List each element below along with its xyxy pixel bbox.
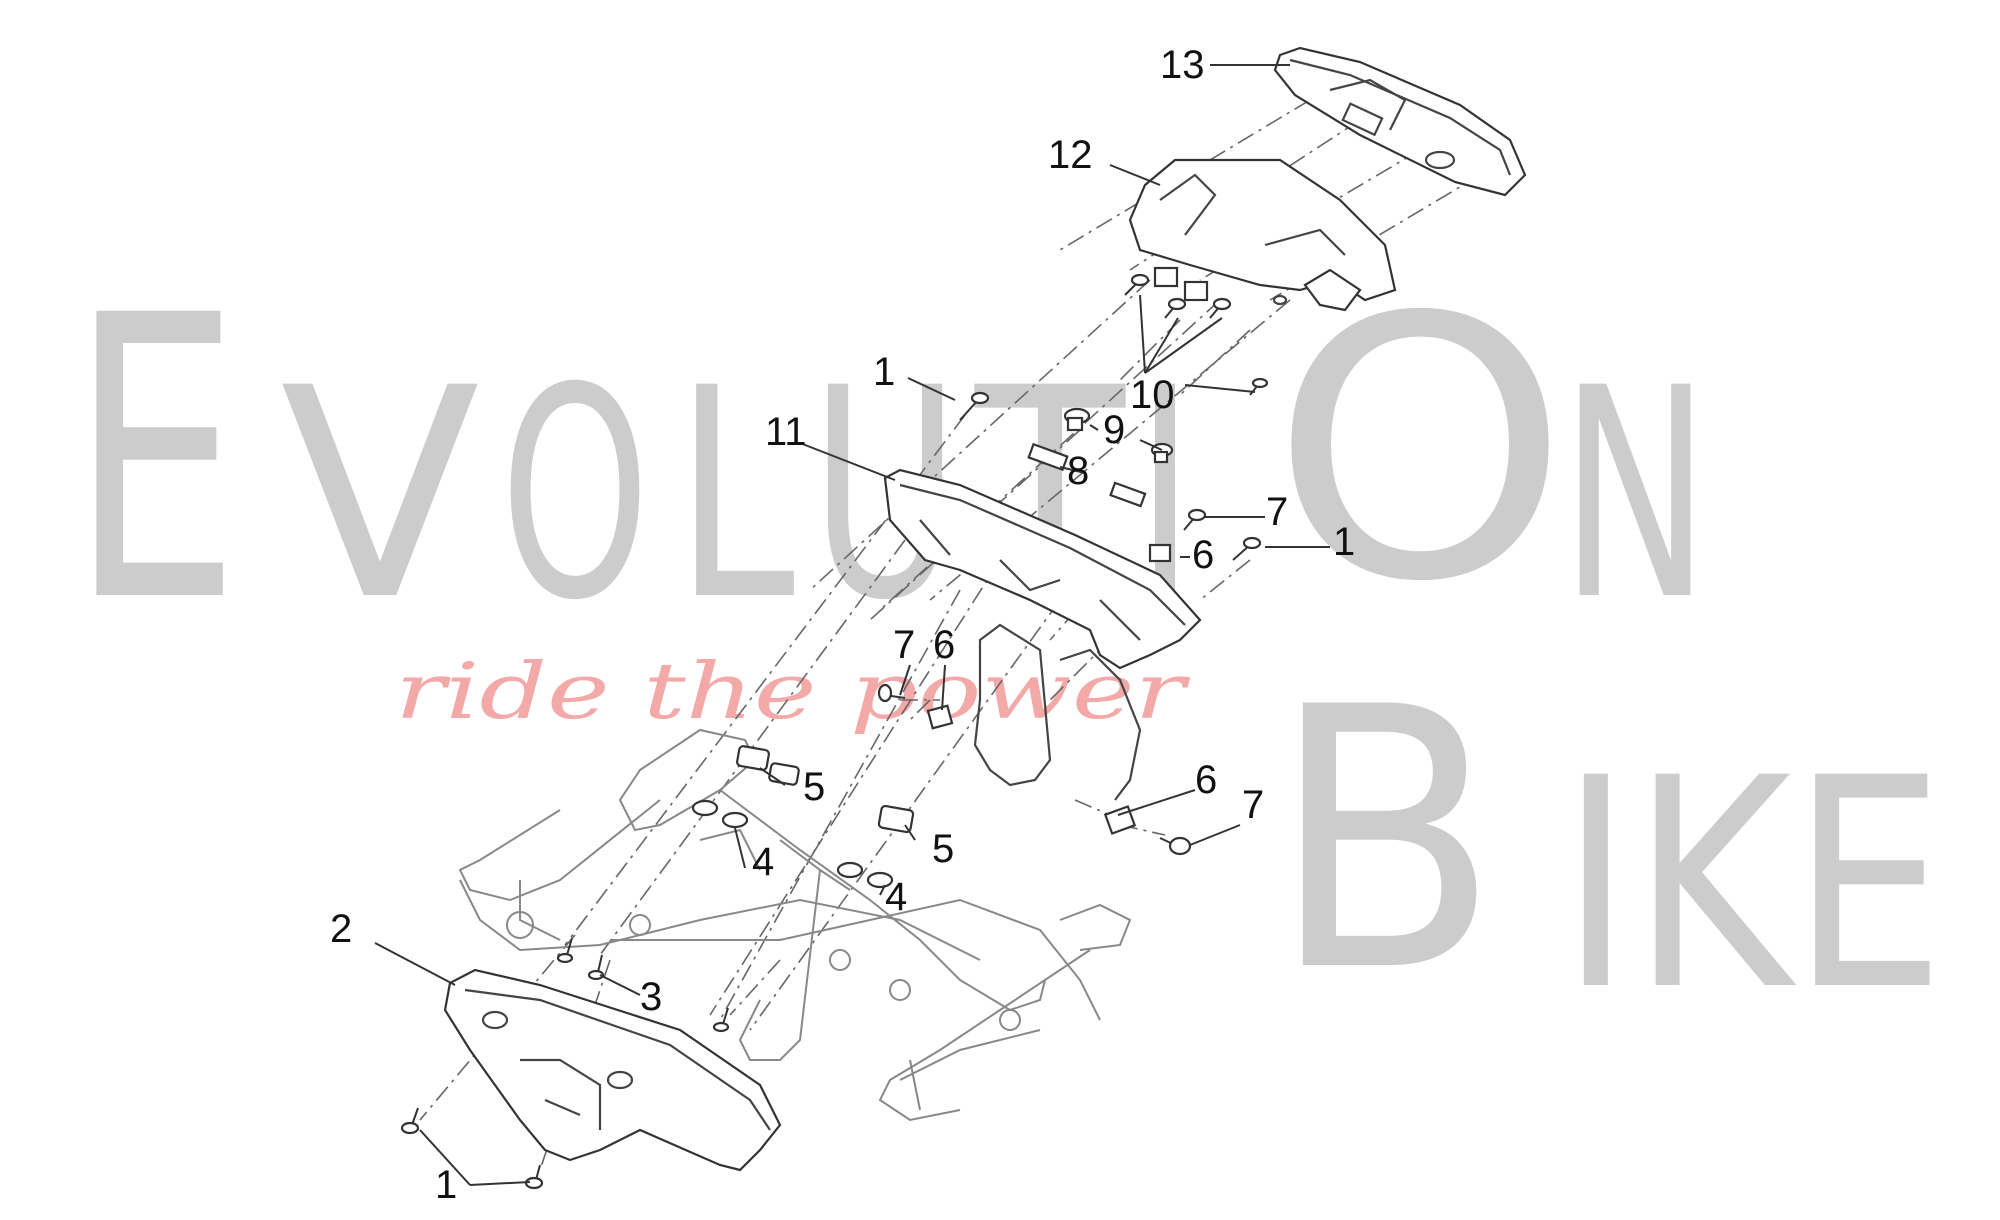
callout-6-mid: 6 xyxy=(933,623,955,667)
callout-9: 9 xyxy=(1103,408,1125,452)
callout-7-low: 7 xyxy=(1242,783,1264,827)
part-2-lower-cover xyxy=(443,968,782,1172)
watermark-letter-big-b: B xyxy=(1270,631,1500,1050)
part-7-screws xyxy=(877,508,1262,856)
leader-lines xyxy=(374,64,1330,1186)
part-11-inner-panel xyxy=(883,468,1202,801)
callout-7-right: 7 xyxy=(1266,490,1288,534)
watermark-word-ike: IKE xyxy=(1560,717,1945,1054)
screw-1-top xyxy=(959,391,990,421)
fasteners xyxy=(400,273,1269,1190)
callout-1-right: 1 xyxy=(1333,520,1355,564)
callout-8: 8 xyxy=(1067,449,1089,493)
part-13-instrument-display xyxy=(1273,46,1527,197)
callout-6-right: 6 xyxy=(1192,533,1214,577)
watermark: E V O L U T I O N B IKE ride the power xyxy=(70,233,1945,1054)
callout-2: 2 xyxy=(330,907,352,951)
part-4-washers xyxy=(691,799,894,889)
callout-13: 13 xyxy=(1160,43,1205,87)
screws-10 xyxy=(1124,273,1269,396)
callout-11: 11 xyxy=(765,410,807,454)
callout-1-top: 1 xyxy=(873,350,895,394)
watermark-letter-v: V xyxy=(280,327,481,664)
part-8-rivets xyxy=(1027,442,1147,508)
watermark-letter-big-o: O xyxy=(1270,241,1570,660)
watermark-letter-l: L xyxy=(675,327,796,664)
callout-10: 10 xyxy=(1130,373,1175,417)
part-12-upper-cover xyxy=(1128,158,1397,312)
callout-12: 12 xyxy=(1048,133,1093,177)
callout-4-left: 4 xyxy=(752,840,774,884)
watermark-tagline: ride the power xyxy=(395,647,1191,737)
callout-5-left: 5 xyxy=(803,765,825,809)
callout-numbers: 13 12 10 1 9 11 8 7 1 6 7 6 5 5 4 4 6 7 … xyxy=(330,43,1355,1207)
watermark-letter-e: E xyxy=(70,233,240,687)
frame-assembly xyxy=(458,728,1132,1122)
watermark-letter-n: N xyxy=(1560,327,1710,664)
part-6-spacers xyxy=(926,543,1172,835)
callout-1-bottom: 1 xyxy=(435,1163,457,1207)
callout-5-mid: 5 xyxy=(932,827,954,871)
callout-3: 3 xyxy=(640,975,662,1019)
part-5-grommets xyxy=(736,745,915,834)
part-3-screws xyxy=(556,937,730,1033)
callout-7-mid: 7 xyxy=(893,623,915,667)
callout-4-mid: 4 xyxy=(885,875,907,919)
callout-6-low: 6 xyxy=(1195,758,1217,802)
watermark-letter-o: O xyxy=(500,327,650,664)
